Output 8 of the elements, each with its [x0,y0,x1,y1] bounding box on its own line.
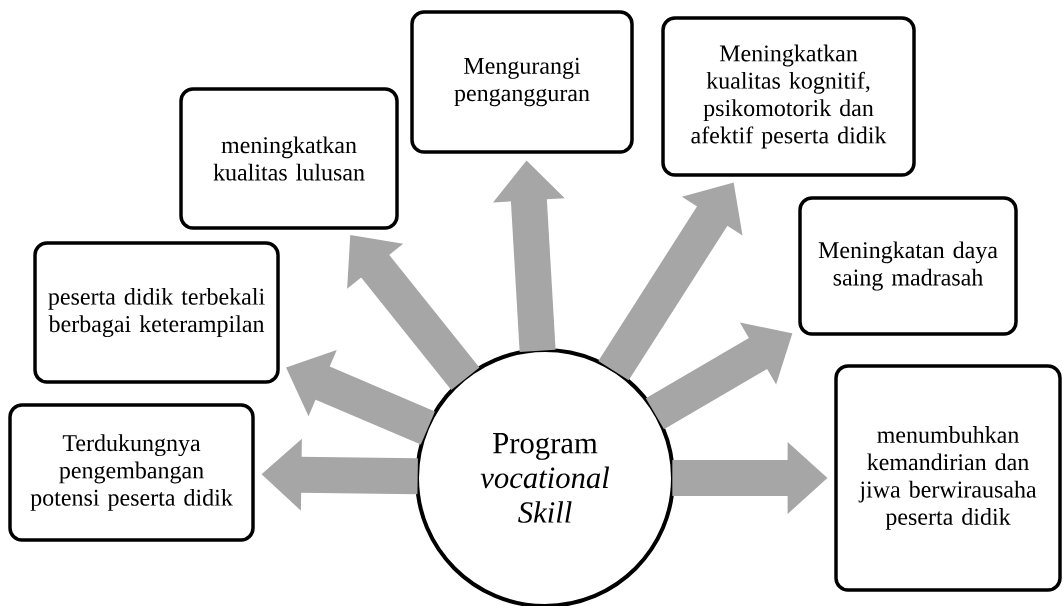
block-arrow [347,235,480,390]
text-box: Mengurangi pengangguran [410,10,634,154]
text-box: menumbuhkan kemandirian dan jiwa berwirausaha peserta didik [834,364,1062,592]
text-box: peserta didik terbekali berbagai keterampilan [33,241,280,384]
text-box: Terdukungnya pengembangan potensi peserta didik [8,403,255,542]
text-box: meningkatkan kualitas lulusan [179,87,399,230]
text-box: Meningkatkan kualitas kognitif, psikomotorik dan afektif peserta didik [661,16,916,177]
text-box: Meningkatan daya saing madrasah [798,196,1018,336]
